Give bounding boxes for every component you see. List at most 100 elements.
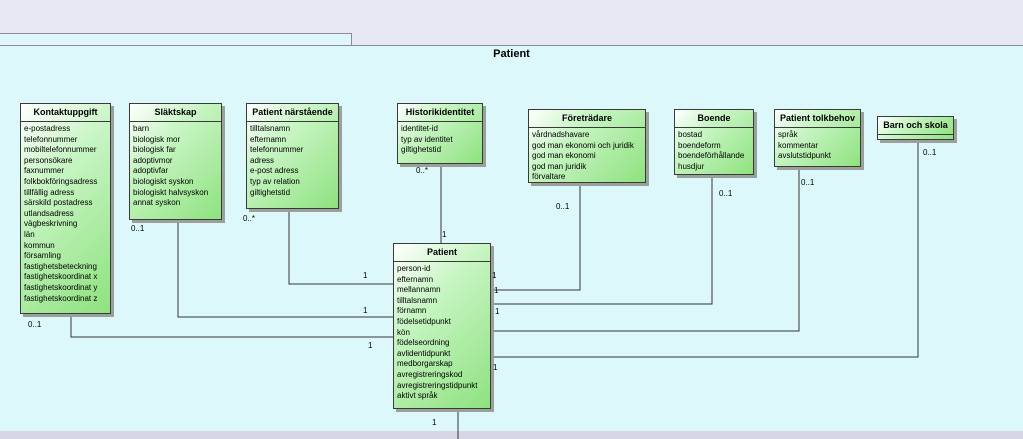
class-name: Patient tolkbehov [775,110,860,128]
multiplicity-label: 0..1 [801,178,815,187]
attribute-list: vårdnadshavare god man ekonomi och jurid… [529,128,645,185]
attribute: boendeform [678,140,721,150]
attribute: tillfällig adress [24,187,75,197]
multiplicity-label: 1 [363,271,368,280]
class-name: Kontaktuppgift [21,104,110,122]
multiplicity-label: 1 [494,286,499,295]
attribute: husdjur [678,161,705,171]
attribute: utlandsadress [24,208,74,218]
attribute: efternamn [250,134,287,144]
attribute: faxnummer [24,166,65,176]
assoc-kontaktuppgift [70,314,393,338]
attribute: vårdnadshavare [532,130,590,139]
multiplicity-label: 0..* [416,166,429,175]
assoc-foretradare [491,183,581,291]
attribute: biologiskt halvsyskon [133,187,209,197]
attribute: län [24,229,35,239]
assoc-boende [491,168,713,305]
multiplicity-label: 1 [442,230,447,239]
attribute: avregistreringstidpunkt [397,380,478,390]
attribute: typ av identitet [401,134,453,144]
attribute: biologisk far [133,145,176,155]
attribute: församling [24,251,61,261]
attribute: förnamn [397,306,427,316]
attribute: giltighetstid [250,187,291,197]
attribute: förvaltare [532,172,566,182]
multiplicity-label: 1 [493,363,498,372]
canvas-bottom-area [0,431,1023,439]
assoc-tolkbehov [491,168,800,332]
attribute: mobiltelefonnummer [24,145,97,155]
attribute: avregistreringskod [397,369,463,379]
multiplicity-label: 0..1 [28,320,42,329]
attribute: telefonnummer [250,145,304,155]
class-kontaktuppgift[interactable]: Kontaktuppgift e-postadress telefonnumme… [20,103,111,314]
multiplicity-label: 0..1 [556,202,570,211]
assoc-narstaende [288,193,393,285]
attribute-list: e-postadress telefonnummer mobiltelefonn… [21,122,110,306]
class-barn-och-skola[interactable]: Barn och skola [877,116,954,140]
attribute: personsökare [24,155,73,165]
multiplicity-label: 0..1 [131,224,145,233]
attribute: adoptivfar [133,166,169,176]
attribute-list: identitet-id typ av identitet giltighets… [398,122,482,158]
attribute: bostad [678,130,703,139]
class-foretradare[interactable]: Företrädare vårdnadshavare god man ekono… [528,109,646,183]
attribute: god man ekonomi [532,151,596,161]
multiplicity-label: 1 [363,306,368,315]
attribute: person-id [397,264,431,273]
attribute: fastighetskoordinat z [24,293,98,303]
attribute: språk [778,130,798,139]
attribute-list: bostad boendeform boendeförhållande husd… [675,128,753,174]
attribute: kommentar [778,140,819,150]
multiplicity-label: 0..1 [719,189,733,198]
attribute: födelseordning [397,338,450,348]
attribute: efternamn [397,274,434,284]
attribute: avlidentidpunkt [397,348,451,358]
class-patient[interactable]: Patient person-id efternamn mellannamn t… [393,243,491,409]
class-name: Barn och skola [878,117,953,135]
attribute: särskild postadress [24,198,93,208]
attribute: god man juridik [532,161,587,171]
class-boende[interactable]: Boende bostad boendeform boendeförhållan… [674,109,754,175]
attribute: fastighetskoordinat x [24,272,98,282]
attribute: biologiskt syskon [133,176,194,186]
class-historikidentitet[interactable]: Historikidentitet identitet-id typ av id… [397,103,483,164]
attribute: e-post adress [250,166,299,176]
attribute: telefonnummer [24,134,78,144]
package-title: Patient [493,48,530,60]
attribute: adress [250,155,275,165]
multiplicity-label: 0..1 [923,148,937,157]
attribute: e-postadress [24,124,71,133]
class-name: Släktskap [130,104,221,122]
class-name: Företrädare [529,110,645,128]
package-tab [0,33,352,46]
class-name: Boende [675,110,753,128]
attribute: mellannamn [397,285,441,295]
attribute: folkbokföringsadress [24,176,98,186]
attribute: typ av relation [250,176,300,186]
class-name: Historikidentitet [398,104,482,122]
attribute: fastighetskoordinat y [24,282,98,292]
attribute: biologisk mor [133,134,181,144]
attribute: kommun [24,240,55,250]
class-patient-tolkbehov[interactable]: Patient tolkbehov språk kommentar avslut… [774,109,861,167]
attribute: annat syskon [133,198,181,208]
attribute-list: språk kommentar avslutstidpunkt [775,128,860,164]
multiplicity-label: 1 [495,307,500,316]
attribute: boendeförhållande [678,151,745,161]
class-name: Patient närstående [247,104,338,122]
attribute: adoptivmor [133,155,173,165]
assoc-slaktskap [177,190,393,318]
attribute-list: tilltalsnamn efternamn telefonnummer adr… [247,122,338,200]
attribute: barn [133,124,150,133]
attribute: tilltalsnamn [397,295,438,305]
attribute: avslutstidpunkt [778,151,831,161]
class-patient-narstaende[interactable]: Patient närstående tilltalsnamn efternam… [246,103,339,209]
multiplicity-label: 1 [368,341,373,350]
class-name: Patient [394,244,490,262]
attribute: aktivt språk [397,391,438,401]
attribute: kön [397,327,410,337]
class-slaktskap[interactable]: Släktskap barn biologisk mor biologisk f… [129,103,222,220]
